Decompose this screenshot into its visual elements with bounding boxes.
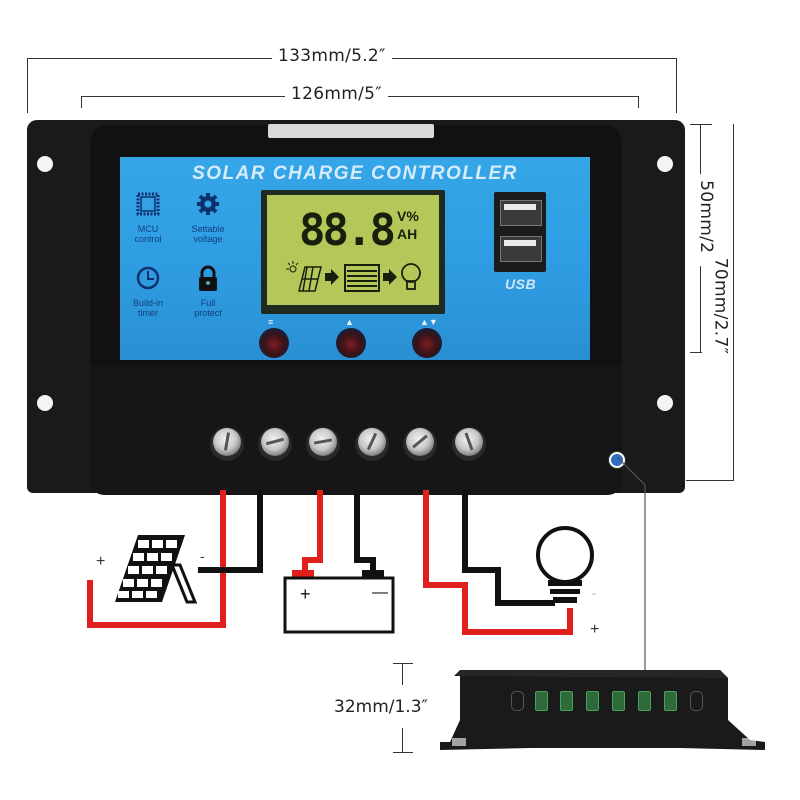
terminal-screw[interactable]: [358, 428, 386, 456]
menu-button[interactable]: [259, 328, 289, 358]
side-terminal-end: [690, 691, 703, 711]
bulb-icon: [536, 526, 594, 603]
feature-label: voltage: [193, 234, 223, 244]
chip-icon: [136, 192, 160, 216]
depth-label: 32mm/1.3″: [334, 697, 428, 717]
usb-port[interactable]: [500, 236, 542, 262]
dim-line-right: [676, 58, 677, 113]
usb-port[interactable]: [500, 200, 542, 226]
callout-line: [616, 456, 646, 693]
overall-width-label: 133mm/5.2″: [272, 46, 392, 66]
mount-hole: [657, 395, 673, 411]
feature-label: Build-in: [132, 298, 163, 308]
side-terminal: [612, 691, 625, 711]
lock-icon: [199, 265, 217, 291]
solar-panel-icon: [298, 266, 322, 292]
feature-label: protect: [194, 308, 222, 318]
side-terminal: [586, 691, 599, 711]
depth-line-bottom: [402, 728, 403, 752]
callout-dot: [609, 452, 625, 468]
battery-negative-wire: [354, 490, 376, 575]
side-terminal: [638, 691, 651, 711]
battery-icon: [283, 570, 395, 634]
lcd-screen: 88.8 V% AH: [267, 195, 439, 305]
gear-icon: [197, 193, 219, 215]
lcd-digits: 88.8: [299, 205, 396, 256]
arrow-right-icon: [325, 269, 339, 285]
up-button-symbol: ▲: [345, 317, 354, 327]
side-view: [440, 670, 765, 750]
dim-line-left: [27, 58, 28, 113]
inner-width-label: 126mm/5″: [285, 84, 388, 104]
terminal-block: [90, 365, 622, 495]
lcd-unit-top: V%: [397, 208, 419, 224]
usb-port-housing: [494, 192, 546, 272]
feature-settable-voltage: Settable voltage: [180, 191, 236, 253]
battery-icon: [344, 264, 380, 292]
feature-full-protect: Full protect: [180, 265, 236, 327]
load-plus-sign: +: [590, 621, 600, 638]
feature-label: MCU: [137, 224, 159, 234]
mount-hole: [657, 156, 673, 172]
side-terminal: [664, 691, 677, 711]
solar-negative-wire: [198, 490, 263, 573]
solar-plus-sign: +: [96, 553, 106, 570]
depth-bottom-tick: [393, 752, 413, 753]
feature-label: Full: [200, 298, 216, 308]
down-button-symbol: ▲▼: [420, 317, 438, 327]
side-terminal: [535, 691, 548, 711]
label-sticker: [268, 124, 434, 138]
lcd-unit-bottom: AH: [397, 226, 418, 242]
menu-button-symbol: ≡: [268, 317, 274, 327]
depth-line-top: [402, 663, 403, 685]
bulb-icon: [401, 263, 421, 290]
lcd-flow-icons: [286, 261, 421, 292]
dim-overall-height-bottom-tick: [686, 480, 734, 481]
solar-positive-wire: [87, 490, 226, 628]
feature-label: timer: [138, 308, 158, 318]
feature-label: control: [134, 234, 162, 244]
terminal-screw[interactable]: [406, 428, 434, 456]
solar-panel-icon: [115, 535, 198, 604]
clock-icon: [136, 266, 160, 290]
dim-line-overall-height: [733, 124, 734, 480]
dim-height-top-tick: [690, 124, 712, 125]
mount-hole: [37, 156, 53, 172]
battery-plus-sign: +: [300, 584, 311, 604]
wiring-diagram: [87, 490, 594, 635]
mount-hole: [37, 395, 53, 411]
battery-minus-sign: —: [372, 584, 388, 601]
feature-mcu: MCU control: [120, 191, 176, 253]
down-button[interactable]: [412, 328, 442, 358]
sun-icon: [286, 261, 299, 273]
lcd-units: V% AH: [397, 207, 419, 243]
side-terminal-end: [511, 691, 524, 711]
side-terminal: [560, 691, 573, 711]
battery-positive-wire: [302, 490, 323, 575]
dim-line-inner-left: [81, 96, 82, 108]
solar-minus-sign: -: [200, 548, 205, 564]
dim-inner-height-bottom-tick: [690, 352, 702, 353]
usb-label: USB: [505, 276, 537, 292]
up-button[interactable]: [336, 328, 366, 358]
feature-label: Settable: [191, 224, 225, 234]
feature-timer: Build-in timer: [120, 265, 176, 327]
depth-top-tick: [393, 663, 413, 664]
terminal-screw[interactable]: [213, 428, 241, 456]
arrow-right-icon: [383, 269, 397, 285]
load-positive-wire: [423, 490, 573, 635]
overall-height-label: 70mm/2.7″: [710, 251, 731, 361]
load-minus-sign: -: [592, 586, 596, 600]
terminal-screw[interactable]: [309, 428, 337, 456]
panel-title: SOLAR CHARGE CONTROLLER: [192, 163, 518, 184]
load-negative-wire: [462, 490, 555, 606]
lcd-display: 88.8 V% AH: [261, 190, 445, 314]
dim-line-inner-right: [638, 96, 639, 108]
terminal-screw[interactable]: [455, 428, 483, 456]
terminal-screw[interactable]: [261, 428, 289, 456]
